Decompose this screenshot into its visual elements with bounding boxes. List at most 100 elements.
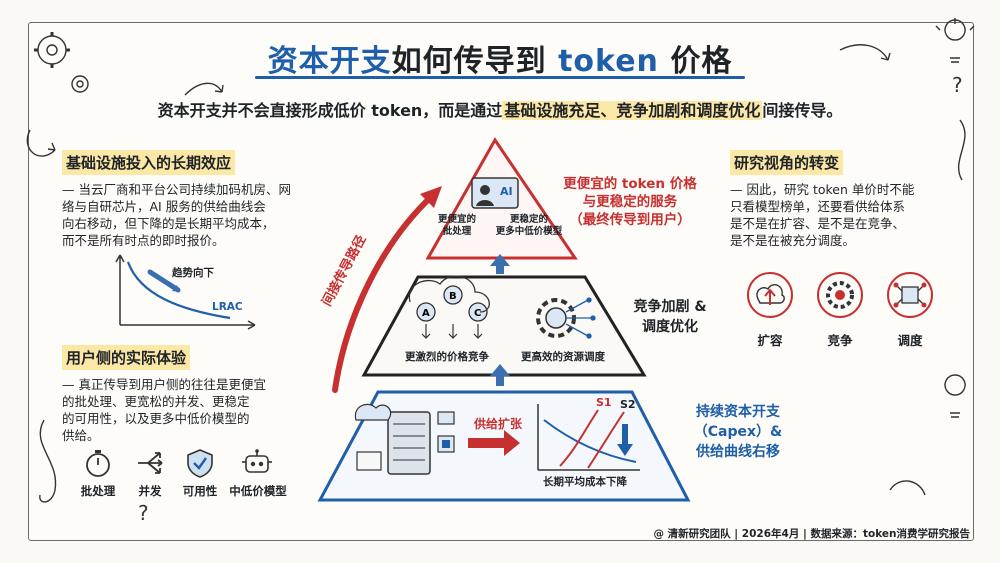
label-capex: 持续资本开支 （Capex）& 供给曲线右移 — [678, 402, 798, 462]
label-final-3: （最终传导到用户） — [569, 212, 691, 228]
right-panel-line-3: 是不是在扩容、是不是在竞争、 — [730, 216, 906, 231]
up-arrow-middle — [496, 262, 504, 274]
demand-curve — [543, 419, 637, 463]
top-left-caption-2: 批处理 — [442, 226, 472, 237]
subtitle-highlight: 基础设施充足、竞争加剧和调度优化 — [502, 101, 763, 120]
icon-label-compete: 竞争 — [827, 333, 853, 348]
footer-credit: @ 清新研究团队 | 2026年4月 | 数据来源：token消费学研究报告 — [653, 528, 970, 540]
split-arrows-icon — [138, 452, 163, 474]
title-part-3: token — [558, 44, 659, 79]
label-competition-1: 竞争加剧 & — [633, 299, 707, 315]
label-final-2: 与更稳定的服务 — [582, 194, 678, 210]
lrac-label: LRAC — [212, 301, 243, 313]
icon-label-schedule: 调度 — [897, 333, 923, 348]
lrac-curve — [126, 261, 231, 320]
label-competition-2: 调度优化 — [642, 319, 698, 335]
trend-arrow — [147, 269, 181, 293]
left-bottom-panel: 用户侧的实际体验 — 真正传导到用户侧的往往是更便宜 的批处理、更宽松的并发、更… — [62, 345, 332, 444]
label-capex-3: 供给曲线右移 — [696, 444, 780, 460]
icon-label-batch: 批处理 — [80, 484, 116, 498]
top-right-caption-1: 更稳定的 — [509, 214, 548, 225]
top-left-caption-1: 更便宜的 — [437, 214, 476, 225]
left-bottom-heading: 用户侧的实际体验 — [62, 345, 191, 370]
lrac-chart: 趋势向下 LRAC — [115, 254, 256, 330]
icon-label-low-cost-models: 中低价模型 — [229, 484, 287, 498]
right-panel-heading: 研究视角的转变 — [730, 150, 844, 175]
stopwatch-icon — [86, 450, 110, 477]
title-part-2: 如何传导到 — [391, 44, 559, 79]
supply-arrow — [468, 438, 504, 448]
left-bottom-line-4: 供给。 — [62, 428, 100, 443]
supply-chart — [537, 404, 640, 471]
resource-scheduling-caption: 更高效的资源调度 — [521, 351, 605, 363]
svg-text:?: ? — [138, 501, 149, 525]
node-a — [416, 302, 436, 322]
label-competition: 竞争加剧 & 调度优化 — [620, 297, 720, 337]
left-bottom-line-1: — 真正传导到用户侧的往往是更便宜 — [62, 377, 266, 392]
monitor-icon — [356, 451, 382, 471]
indirect-path-arrow — [332, 193, 435, 393]
ai-label: AI — [500, 185, 513, 198]
title-underline — [255, 76, 745, 79]
right-panel-line-1: — 因此，研究 token 单价时不能 — [730, 182, 915, 197]
storage-icon — [437, 411, 455, 425]
label-final-token-price: 更便宜的 token 价格 与更稳定的服务 （最终传导到用户） — [545, 175, 715, 229]
user-benefit-icons: 批处理 并发 可用性 中低价模型 — [70, 448, 310, 500]
left-top-line-2: 络与自研芯片，AI 服务的供给曲线会 — [62, 199, 266, 214]
supply-curve-s1 — [559, 409, 599, 467]
title-part-4: 价格 — [658, 44, 733, 79]
left-top-body: — 当云厂商和平台公司持续加码机房、网 络与自研芯片，AI 服务的供给曲线会 向… — [62, 181, 347, 249]
node-c-label: C — [474, 308, 481, 319]
node-a-label: A — [422, 308, 430, 319]
supply-curve-s2 — [587, 411, 625, 469]
left-top-line-1: — 当云厂商和平台公司持续加码机房、网 — [62, 182, 291, 197]
price-competition-caption: 更激烈的价格竞争 — [405, 351, 489, 363]
icon-label-expand: 扩容 — [757, 333, 783, 348]
pyramid-tier-middle — [361, 275, 647, 377]
left-top-line-3: 向右移动，但下降的是长期平均成本， — [62, 216, 275, 231]
svg-text:?: ? — [952, 73, 963, 97]
left-bottom-line-2: 的批处理、更宽松的并发、更稳定 — [62, 394, 250, 409]
lrac-decline-caption: 长期平均成本下降 — [543, 476, 627, 488]
gears-icon — [826, 281, 854, 309]
right-panel-line-4: 是不是在被充分调度。 — [730, 233, 856, 248]
s1-label: S1 — [596, 396, 612, 409]
robot-icon — [242, 449, 272, 473]
page-title: 资本开支如何传导到 token 价格 — [0, 36, 1000, 80]
left-bottom-body: — 真正传导到用户侧的往往是更便宜 的批处理、更宽松的并发、更稳定 的可用性，以… — [62, 376, 332, 444]
label-capex-1: 持续资本开支 — [696, 404, 780, 420]
server-rack-icon — [387, 411, 431, 475]
top-right-caption-2: 更多中低价模型 — [495, 226, 563, 237]
left-top-heading: 基础设施投入的长期效应 — [62, 150, 236, 175]
s2-label: S2 — [620, 398, 636, 411]
up-arrow-bottom — [496, 374, 504, 386]
node-c — [468, 302, 488, 322]
right-panel-body: — 因此，研究 token 单价时不能 只看模型榜单，还要看供给体系 是不是在扩… — [730, 181, 950, 249]
top-left-caption: 更便宜的 批处理 — [432, 214, 482, 238]
left-top-line-4: 而不是所有时点的即时报价。 — [62, 233, 225, 248]
shield-check-icon — [187, 449, 213, 478]
trend-label: 趋势向下 — [172, 266, 214, 279]
node-b-label: B — [449, 291, 457, 302]
supply-label: 供给扩张 — [473, 416, 523, 431]
label-final-1: 更便宜的 token 价格 — [563, 176, 697, 192]
cloud-icon — [354, 403, 392, 421]
research-icons — [747, 272, 933, 318]
label-capex-2: （Capex）& — [693, 424, 783, 440]
left-top-panel: 基础设施投入的长期效应 — 当云厂商和平台公司持续加码机房、网 络与自研芯片，A… — [62, 150, 347, 249]
top-right-caption: 更稳定的 更多中低价模型 — [488, 214, 570, 238]
subtitle: 资本开支并不会直接形成低价 token，而是通过基础设施充足、竞争加剧和调度优化… — [0, 97, 1000, 121]
left-bottom-line-3: 的可用性，以及更多中低价模型的 — [62, 411, 250, 426]
icon-label-availability: 可用性 — [182, 484, 218, 498]
icon-label-concurrency: 并发 — [138, 484, 162, 498]
right-panel-line-2: 只看模型榜单，还要看供给体系 — [730, 199, 906, 214]
right-panel: 研究视角的转变 — 因此，研究 token 单价时不能 只看模型榜单，还要看供给… — [730, 150, 950, 249]
subtitle-post: 间接传导。 — [762, 101, 843, 120]
node-b — [443, 285, 463, 305]
title-part-1: 资本开支 — [267, 44, 392, 79]
cloud-upload-icon — [756, 284, 785, 304]
subtitle-pre: 资本开支并不会直接形成低价 token，而是通过 — [157, 101, 503, 120]
